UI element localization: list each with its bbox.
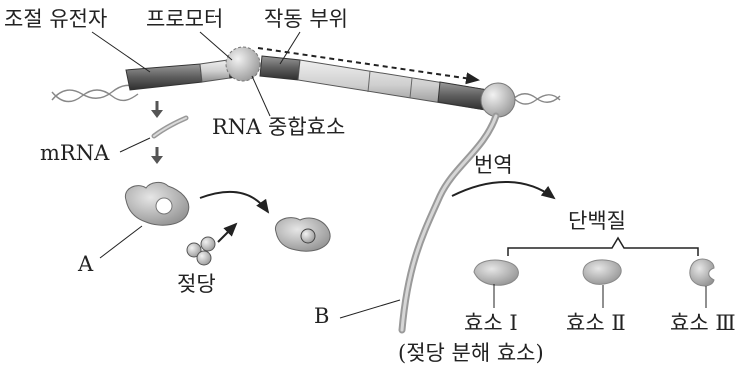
dna-segment-dark-end bbox=[438, 82, 488, 110]
rna-polymerase-ball bbox=[226, 47, 260, 81]
label-a: A bbox=[78, 254, 93, 275]
label-enzyme-2: 효소 Ⅱ bbox=[566, 313, 626, 334]
label-rna-polymerase: RNA 중합효소 bbox=[212, 117, 345, 138]
label-lactose: 젖당 bbox=[177, 274, 216, 295]
dna-strand bbox=[126, 56, 488, 110]
translation-arrow bbox=[452, 182, 554, 198]
dna-segment-operator bbox=[260, 56, 300, 80]
label-b: B bbox=[314, 306, 329, 327]
dna-segment-regulatory bbox=[126, 64, 202, 90]
rna-polymerase-ball-end bbox=[481, 83, 515, 117]
enzyme-1-shape bbox=[474, 260, 518, 308]
dna-helix-right-icon bbox=[512, 94, 560, 104]
leader-b bbox=[340, 300, 400, 318]
label-regulatory-gene: 조절 유전자 bbox=[4, 9, 107, 30]
protein-brace bbox=[508, 238, 698, 256]
enzyme-3-shape bbox=[690, 259, 714, 308]
label-translation: 번역 bbox=[474, 155, 513, 176]
label-enzymes-note: (젖당 분해 효소) bbox=[398, 343, 544, 364]
inactivation-arrow bbox=[200, 192, 268, 212]
leader-promoter bbox=[200, 32, 232, 60]
leader-a bbox=[100, 226, 142, 258]
leader-regulatory bbox=[92, 32, 150, 72]
label-protein: 단백질 bbox=[568, 211, 626, 232]
mrna-strand-b bbox=[402, 116, 496, 330]
repressor-protein-a bbox=[125, 182, 188, 225]
label-enzyme-1: 효소 Ⅰ bbox=[464, 313, 518, 334]
lactose-binding-arrow bbox=[218, 224, 236, 242]
leader-mrna bbox=[120, 138, 150, 152]
label-operator: 작동 부위 bbox=[264, 9, 348, 30]
label-enzyme-3: 효소 Ⅲ bbox=[670, 313, 736, 334]
lactose-molecules bbox=[187, 237, 215, 265]
inactive-repressor bbox=[275, 218, 330, 252]
dna-helix-left-icon bbox=[52, 85, 138, 101]
leader-rna-polymerase bbox=[252, 76, 270, 116]
enzyme-2-shape bbox=[583, 260, 621, 308]
dna-segment-light-1 bbox=[200, 60, 230, 82]
label-promoter: 프로모터 bbox=[146, 9, 223, 30]
label-mrna: mRNA bbox=[40, 143, 109, 164]
